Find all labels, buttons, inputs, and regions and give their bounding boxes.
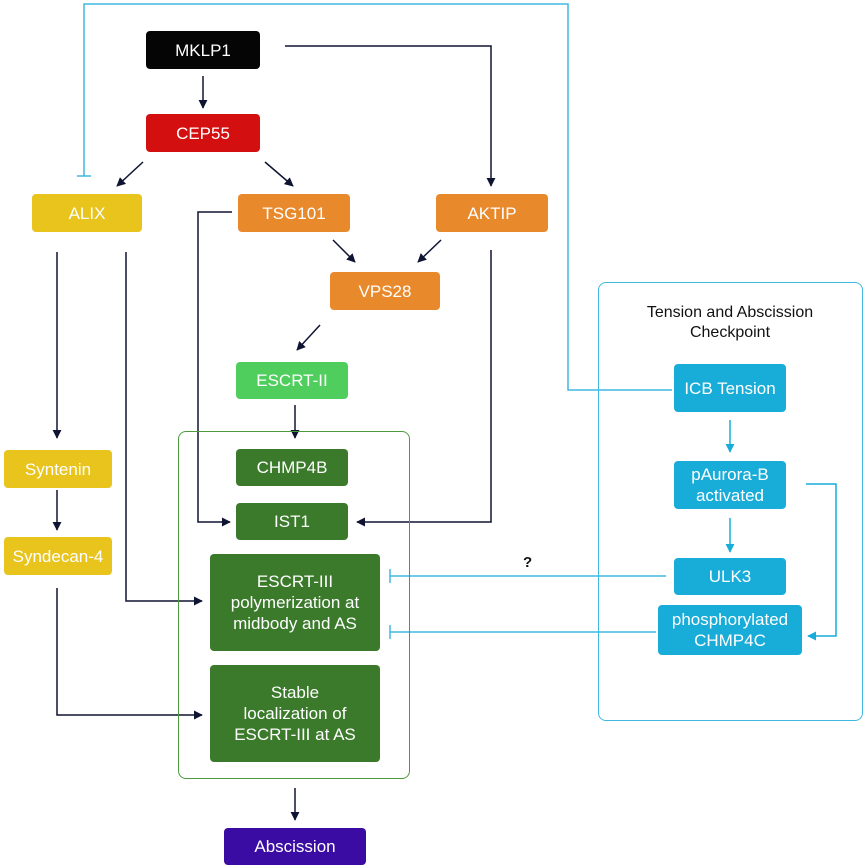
node-stable-localization: Stable localization of ESCRT-III at AS (210, 665, 380, 762)
node-abscission: Abscission (224, 828, 366, 865)
node-icb-tension: ICB Tension (674, 364, 786, 412)
arrow-cep55-to-tsg101 (264, 161, 294, 187)
node-vps28: VPS28 (330, 272, 440, 310)
node-mklp1: MKLP1 (146, 31, 260, 69)
node-syntenin: Syntenin (4, 450, 112, 488)
arrow-paurora-to-phospho-chmp4c (806, 483, 837, 641)
node-paurora-b: pAurora-B activated (674, 461, 786, 509)
arrow-cep55-to-alix (116, 161, 144, 187)
icb-tension-inhibits-alix-line (83, 3, 672, 391)
arrow-vps28-to-escrt2 (296, 324, 321, 351)
arrow-alix-to-escrt3-polymerization (125, 252, 203, 606)
arrow-tsg101-to-ist1 (197, 211, 232, 527)
arrow-tsg101-to-vps28 (332, 239, 356, 263)
node-ist1: IST1 (236, 503, 348, 540)
node-tsg101: TSG101 (238, 194, 350, 232)
arrow-aktip-to-vps28 (417, 239, 442, 263)
arrow-syndecan4-to-stable-localization (56, 588, 203, 720)
node-phosphorylated-chmp4c: phosphorylated CHMP4C (658, 605, 802, 655)
node-chmp4b: CHMP4B (236, 449, 348, 486)
arrow-mklp1-to-aktip (285, 45, 496, 187)
unknown-mechanism-label: ? (523, 554, 533, 571)
escrt3-group-frame (178, 431, 410, 779)
node-alix: ALIX (32, 194, 142, 232)
node-cep55: CEP55 (146, 114, 260, 152)
checkpoint-panel-title: Tension and Abscission Checkpoint (646, 304, 814, 341)
checkpoint-panel-frame (598, 282, 863, 721)
arrow-aktip-to-ist1 (356, 250, 492, 527)
node-escrt3-polymerization: ESCRT-III polymerization at midbody and … (210, 554, 380, 651)
node-escrt2: ESCRT-II (236, 362, 348, 399)
node-syndecan4: Syndecan-4 (4, 537, 112, 575)
node-ulk3: ULK3 (674, 558, 786, 595)
node-aktip: AKTIP (436, 194, 548, 232)
